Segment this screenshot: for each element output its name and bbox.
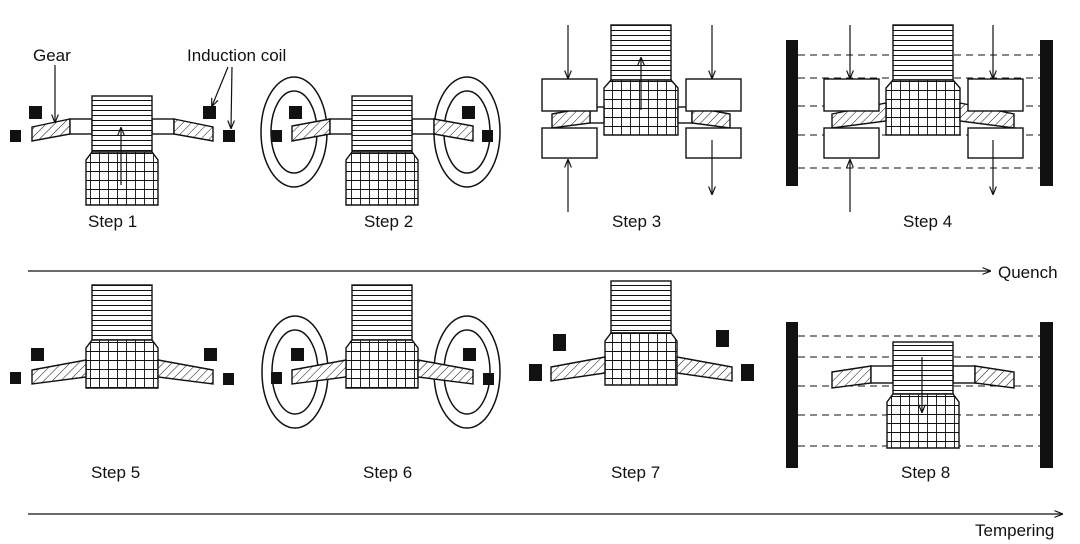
coil-block [741, 364, 754, 381]
step-3-diagram [541, 24, 742, 212]
quench-wall-right [1040, 322, 1053, 468]
coil-block [529, 364, 542, 381]
gear-tooth-left [291, 359, 347, 385]
step-label: Step 1 [88, 212, 137, 231]
step-label: Step 3 [612, 212, 661, 231]
gear-tooth-right [974, 365, 1015, 389]
hub-bottom [604, 332, 678, 386]
coil-block [10, 130, 21, 142]
step-label: Step 5 [91, 463, 140, 482]
hub-top [351, 95, 413, 153]
coil-block [223, 130, 235, 142]
gear-web-left [870, 365, 894, 384]
die-upper-right [967, 78, 1024, 112]
coil-pointer-arrow [231, 66, 232, 128]
coil-block [553, 334, 566, 351]
gear-tooth-right [173, 118, 214, 142]
coil-block [483, 373, 494, 385]
gear-tooth-right [676, 356, 733, 382]
gear-web-left [329, 118, 353, 135]
coil-block [482, 130, 493, 142]
die-upper-left [541, 78, 598, 112]
step-7-diagram [529, 280, 754, 386]
gear-tooth-left [831, 365, 872, 389]
coil-block [203, 106, 216, 119]
gear-tooth-left [291, 118, 331, 142]
step-label: Step 7 [611, 463, 660, 482]
gear-label: Gear [33, 46, 71, 65]
tempering-label: Tempering [975, 521, 1054, 540]
step-8-diagram [786, 322, 1053, 468]
step-label: Step 6 [363, 463, 412, 482]
step-5-diagram [10, 284, 234, 389]
step-label: Step 2 [364, 212, 413, 231]
hub-bottom [85, 339, 159, 389]
hub-bottom [345, 339, 419, 389]
die-upper-right [685, 78, 742, 112]
coil-block [29, 106, 42, 119]
gear-web-right [952, 365, 976, 384]
gear-tooth-left [31, 359, 87, 385]
gear-tooth-right [417, 359, 474, 385]
gear-web-right [411, 118, 435, 135]
step-4-diagram [786, 24, 1053, 212]
hub-bottom [345, 151, 419, 206]
quench-wall-right [1040, 40, 1053, 186]
gear-tooth-right [433, 118, 474, 142]
gear-tooth-right [157, 359, 214, 385]
step-label: Step 4 [903, 212, 952, 231]
hub-bottom [886, 393, 960, 449]
hub-top [91, 284, 153, 341]
quench-wall-left [786, 322, 798, 468]
hub-bottom [85, 151, 159, 206]
die-upper-left [823, 78, 880, 112]
gear-web-left [69, 118, 93, 135]
coil-block [271, 130, 282, 142]
hub-top [351, 284, 413, 341]
coil-block [10, 372, 21, 384]
coil-block [31, 348, 44, 361]
step-6-diagram [261, 284, 501, 429]
coil-block [289, 106, 302, 119]
coil-block [716, 330, 729, 347]
coil-block [223, 373, 234, 385]
coil-block [271, 372, 282, 384]
die-lower-right [967, 127, 1024, 159]
gear-tooth-left [550, 356, 606, 382]
die-lower-left [823, 127, 880, 159]
coil-block [463, 348, 476, 361]
coil-block [291, 348, 304, 361]
quench-wall-left [786, 40, 798, 186]
coil-pointer-arrow [212, 66, 229, 106]
coil-block [204, 348, 217, 361]
step-2-diagram [260, 76, 501, 206]
gear-web-right [151, 118, 175, 135]
hub-bottom [885, 79, 961, 136]
step-1-diagram: Gear Induction coil [10, 46, 286, 206]
die-lower-left [541, 127, 598, 159]
quench-label: Quench [998, 263, 1058, 282]
hub-top [892, 24, 954, 81]
coil-block [462, 106, 475, 119]
hub-top [610, 280, 672, 334]
step-label: Step 8 [901, 463, 950, 482]
gear-tooth-left [31, 118, 71, 142]
hub-top [91, 95, 153, 153]
induction-coil-label: Induction coil [187, 46, 286, 65]
hub-top [892, 341, 954, 395]
die-lower-right [685, 127, 742, 159]
